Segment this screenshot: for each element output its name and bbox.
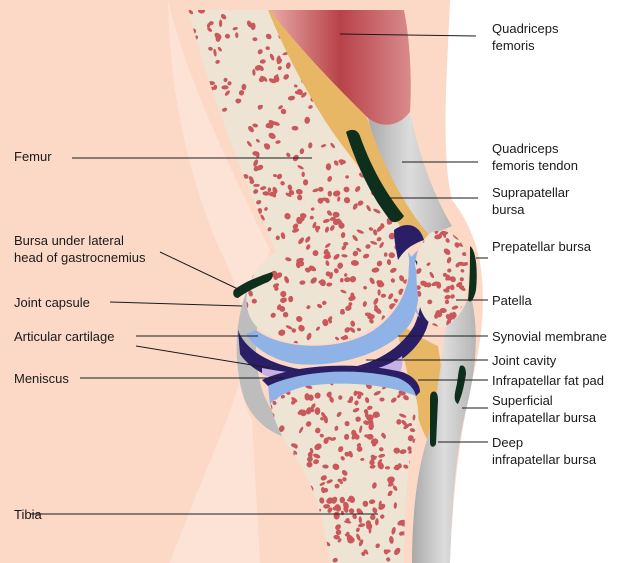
marrow-spot: [302, 172, 305, 177]
marrow-spot: [347, 400, 352, 403]
label-deep-infrapatellar-bursa: Deepinfrapatellar bursa: [492, 434, 596, 468]
label-superficial-infrapatellar-bursa: Superficialinfrapatellar bursa: [492, 392, 596, 426]
label-quadriceps-tendon: Quadricepsfemoris tendon: [492, 140, 578, 174]
marrow-spot: [445, 300, 449, 304]
marrow-spot: [385, 466, 390, 469]
marrow-spot: [367, 434, 374, 440]
label-prepatellar-bursa: Prepatellar bursa: [492, 238, 591, 255]
marrow-spot: [337, 218, 341, 224]
marrow-spot: [256, 152, 260, 158]
label-joint-capsule: Joint capsule: [14, 294, 90, 311]
label-infrapatellar-fat-pad: Infrapatellar fat pad: [492, 372, 604, 389]
label-bursa-gastrocnemius: Bursa under lateralhead of gastrocnemius: [14, 232, 146, 266]
marrow-spot: [378, 289, 381, 295]
marrow-spot: [408, 423, 412, 426]
marrow-spot: [268, 187, 272, 192]
marrow-spot: [283, 312, 288, 318]
label-femur: Femur: [14, 148, 52, 165]
label-articular-cartilage: Articular cartilage: [14, 328, 114, 345]
label-tibia: Tibia: [14, 506, 42, 523]
label-meniscus: Meniscus: [14, 370, 69, 387]
marrow-spot: [250, 23, 255, 30]
marrow-spot: [447, 269, 451, 273]
label-synovial-membrane: Synovial membrane: [492, 328, 607, 345]
label-patella: Patella: [492, 292, 532, 309]
label-quadriceps-femoris: Quadricepsfemoris: [492, 20, 558, 54]
label-joint-cavity: Joint cavity: [492, 352, 556, 369]
